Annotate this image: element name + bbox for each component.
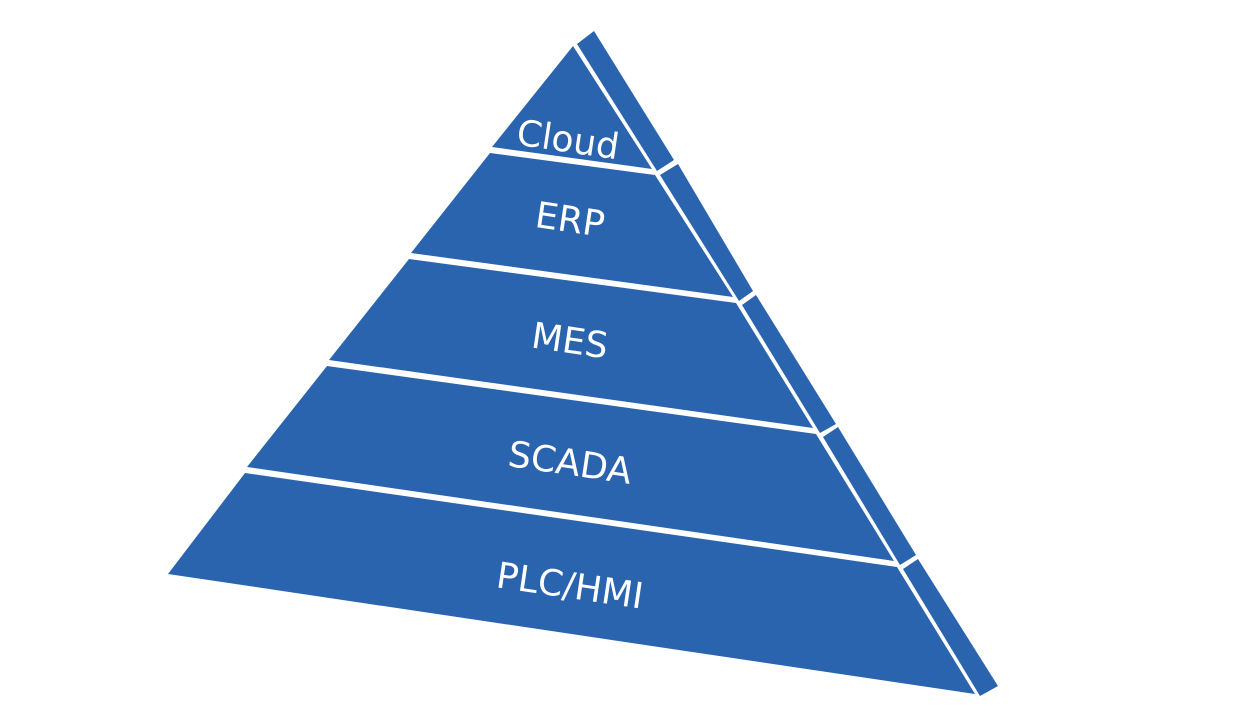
side-segment-scada: [823, 427, 916, 565]
layer-erp: [411, 153, 733, 297]
pyramid-front-face: [168, 46, 975, 694]
layer-plc-hmi: [168, 473, 975, 694]
side-segment-cloud: [577, 31, 674, 171]
layer-label-erp: ERP: [533, 195, 608, 246]
layer-cloud: [492, 46, 652, 169]
layer-mes: [329, 259, 813, 428]
side-segment-erp: [660, 164, 753, 301]
side-segment-mes: [742, 295, 836, 433]
side-segment-plc-hmi: [903, 559, 998, 696]
pyramid-labels: Cloud ERP MES SCADA PLC/HMI: [494, 113, 646, 618]
layer-scada: [247, 366, 894, 561]
pyramid-side-face: [577, 31, 998, 696]
